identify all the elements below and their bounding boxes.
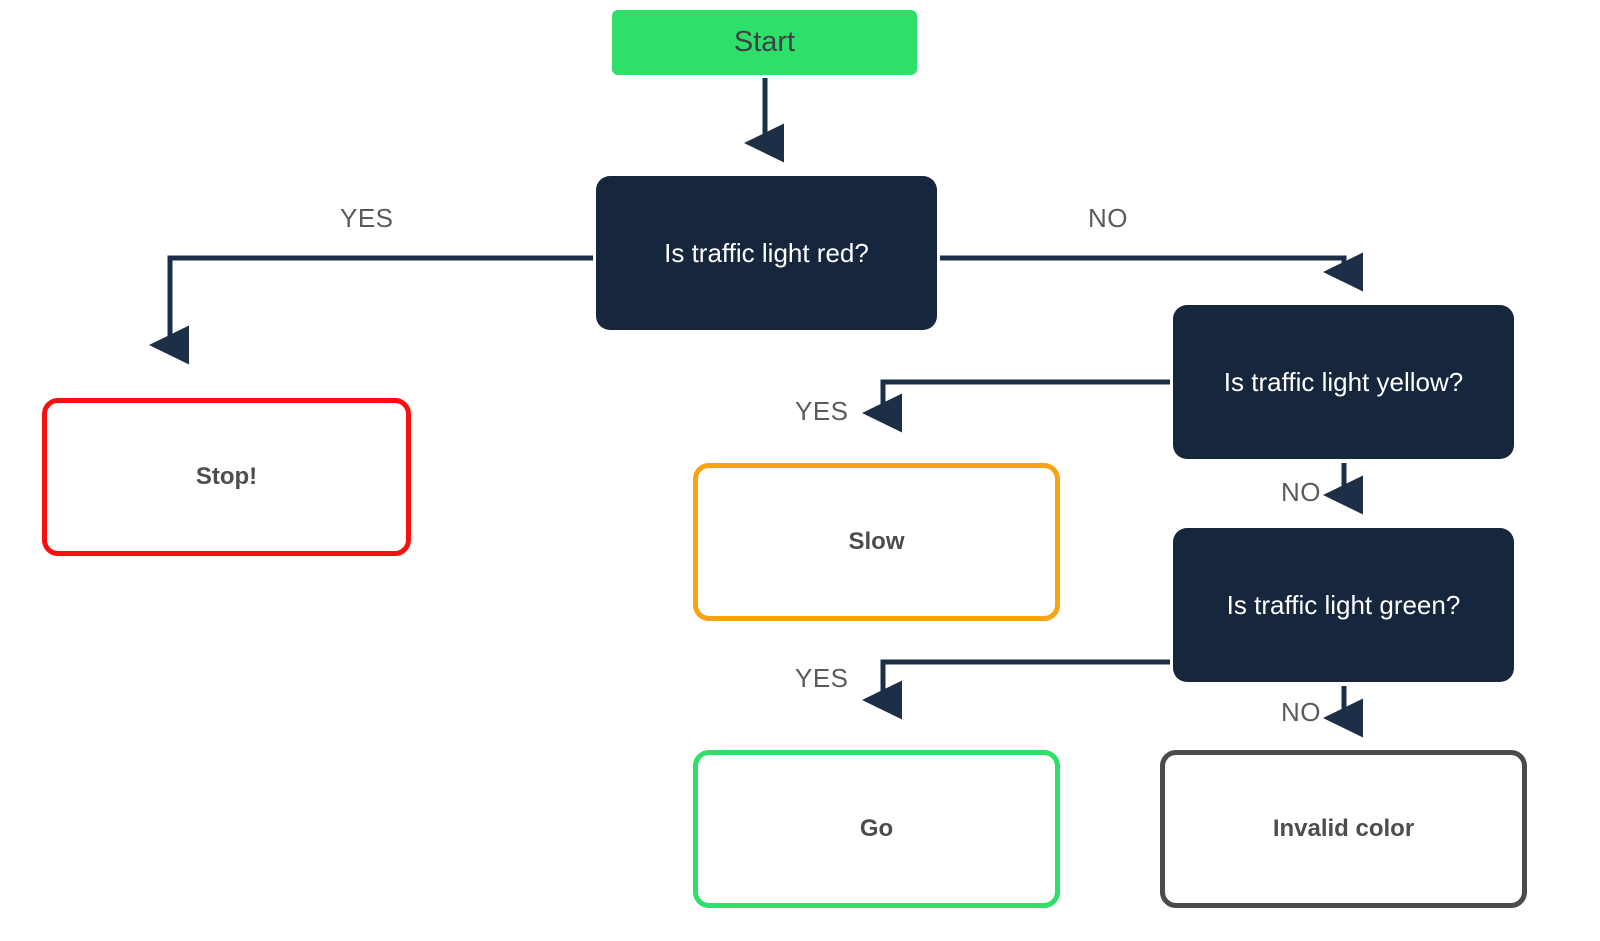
edge-red-no-to-yellow [940,252,1364,292]
edge-yellow-yes-to-slow [862,379,1170,433]
node-slow[interactable]: Slow [693,463,1060,621]
node-start-label: Start [733,26,796,58]
node-go[interactable]: Go [693,750,1060,908]
edge-label-red-yes: YES [340,203,394,233]
node-stop[interactable]: Stop! [42,398,411,556]
node-question-green[interactable]: Is traffic light green? [1173,528,1514,682]
node-slow-label: Slow [848,528,905,555]
edge-red-yes-to-stop [149,255,593,365]
node-question-green-label: Is traffic light green? [1226,589,1461,620]
edge-label-green-yes: YES [795,663,849,693]
node-stop-label: Stop! [195,463,258,490]
edge-label-yellow-no: NO [1281,477,1321,507]
edge-label-red-no: NO [1088,203,1128,233]
node-start[interactable]: Start [612,10,917,75]
node-question-red[interactable]: Is traffic light red? [596,176,937,330]
node-invalid-color[interactable]: Invalid color [1160,750,1527,908]
edge-label-yellow-yes: YES [795,396,849,426]
node-question-red-label: Is traffic light red? [664,237,869,268]
edge-green-yes-to-go [862,659,1170,720]
node-question-yellow-label: Is traffic light yellow? [1223,366,1464,397]
edge-label-green-no: NO [1281,697,1321,727]
node-invalid-color-label: Invalid color [1272,815,1415,842]
node-go-label: Go [859,815,894,842]
node-question-yellow[interactable]: Is traffic light yellow? [1173,305,1514,459]
